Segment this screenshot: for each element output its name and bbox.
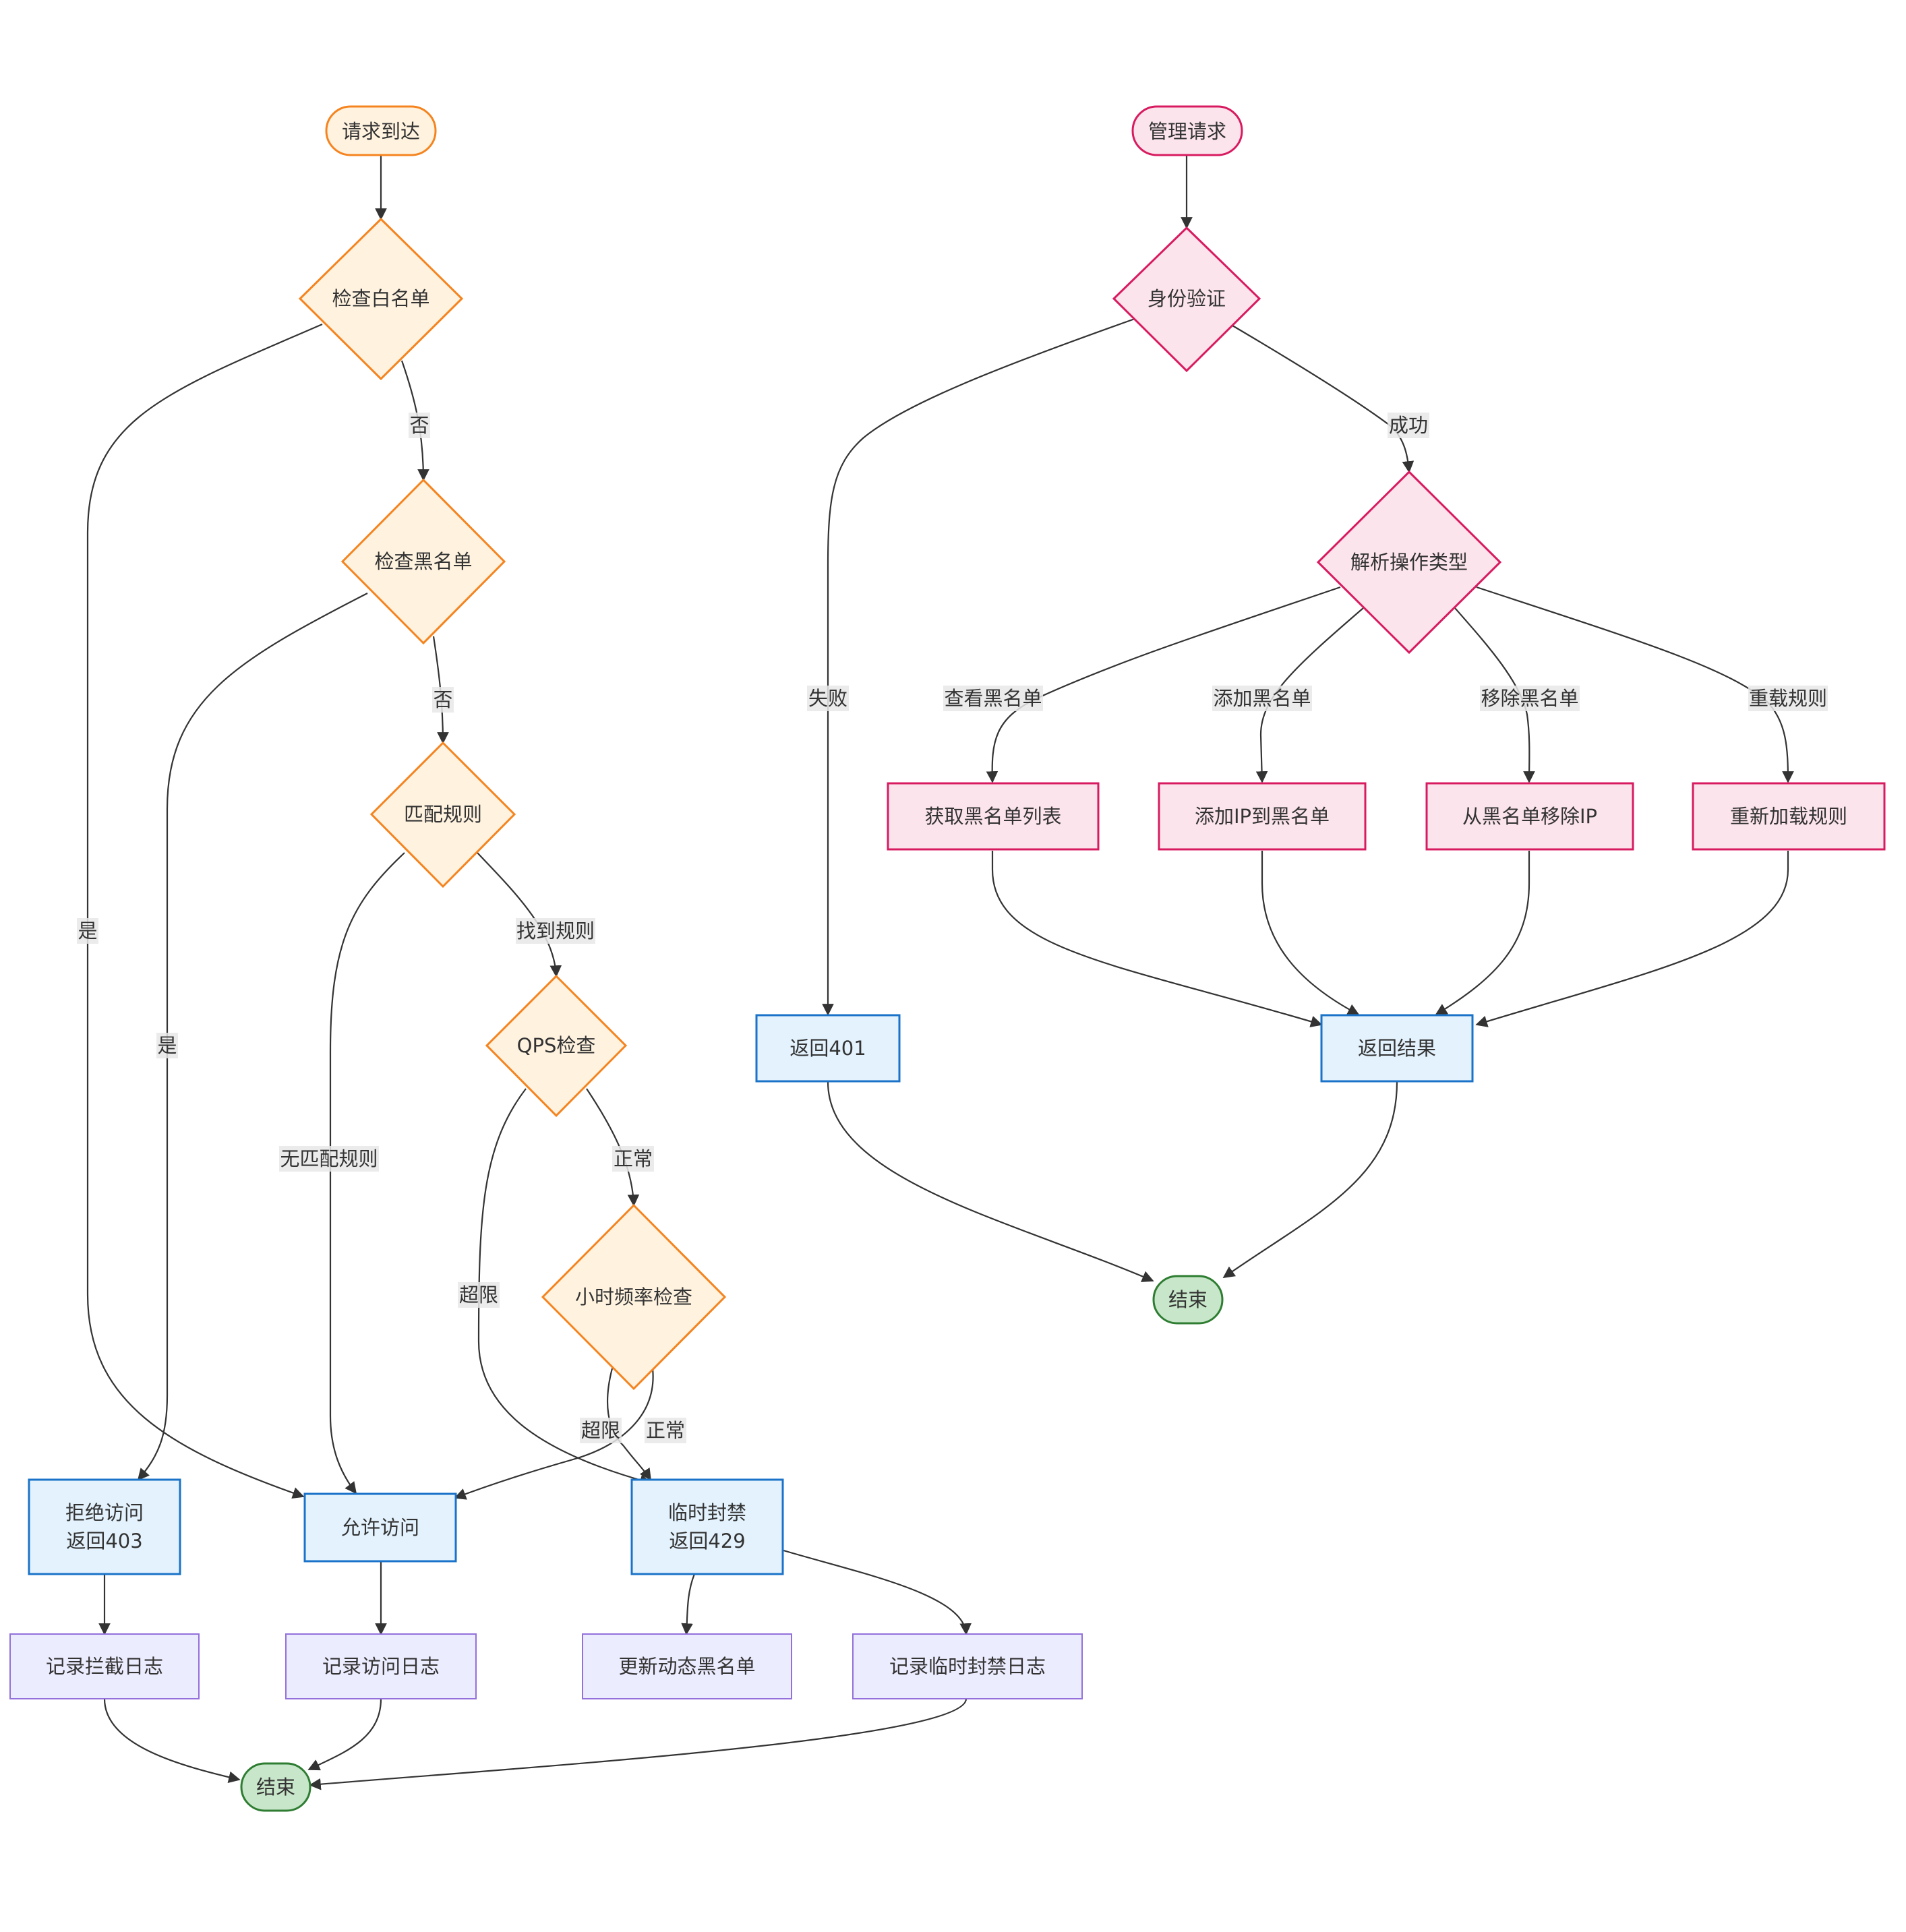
node-auth[interactable] [1112,226,1261,373]
node-match-rule-label: 匹配规则 [404,803,482,826]
edge-rule-qps [477,852,562,977]
label-qps-ok: 正常 [614,1147,653,1170]
node-log-temp-ban[interactable] [852,1633,1083,1699]
node-log-block-label: 记录拦截日志 [46,1655,163,1678]
node-hour-rate-check-label: 小时频率检查 [575,1286,692,1308]
node-request-arrive-label: 请求到达 [342,120,420,143]
edge-logban-end [309,1698,967,1790]
node-return-401-label: 返回401 [790,1037,866,1060]
node-add-ip[interactable] [1158,782,1367,851]
edge-auth-parse [1232,325,1414,473]
edge-reload-result [1475,851,1789,1027]
node-deny-access-line2: 返回403 [66,1530,142,1552]
node-log-access-label: 记录访问日志 [322,1655,440,1678]
node-end-left[interactable] [240,1762,311,1812]
node-check-whitelist-label: 检查白名单 [332,287,429,310]
label-op-view: 查看黑名单 [944,687,1042,710]
node-return-401[interactable] [755,1014,901,1083]
node-update-dynamic-blacklist-label: 更新动态黑名单 [618,1655,755,1678]
label-op-add: 添加黑名单 [1213,687,1311,710]
edge-qps-ban [477,1088,652,1486]
node-return-result-label: 返回结果 [1358,1037,1436,1060]
node-reload-rules-label: 重新加载规则 [1730,805,1847,828]
node-update-dynamic-blacklist[interactable] [582,1633,792,1699]
nodes-left: 请求到达 检查白名单 检查黑名单 匹配规则 QPS检查 小时频率检查 拒绝访问 … [9,105,1083,1812]
edge-parse-add [1255,607,1364,783]
node-check-blacklist[interactable] [340,478,506,645]
node-temp-ban-line1: 临时封禁 [668,1501,746,1524]
label-rule-none: 无匹配规则 [280,1147,378,1170]
label-black-yes: 是 [157,1034,177,1057]
node-qps-check-label: QPS检查 [517,1034,596,1057]
node-end-right[interactable] [1152,1275,1224,1325]
label-hour-over: 超限 [581,1419,620,1442]
edge-black-deny [137,593,368,1481]
node-log-block[interactable] [9,1633,200,1699]
node-deny-access-line1: 拒绝访问 [65,1501,144,1524]
edge-remove-result [1435,851,1530,1015]
label-black-no: 否 [433,688,452,711]
label-rule-found: 找到规则 [516,919,595,942]
node-reload-rules[interactable] [1692,782,1886,851]
node-end-right-label: 结束 [1168,1288,1208,1311]
node-remove-ip[interactable] [1425,782,1634,851]
node-log-temp-ban-label: 记录临时封禁日志 [889,1655,1046,1678]
node-get-blacklist-label: 获取黑名单列表 [924,805,1061,828]
label-qps-over: 超限 [459,1284,498,1306]
node-check-blacklist-label: 检查黑名单 [374,550,472,573]
label-auth-ok: 成功 [1389,414,1428,437]
edge-logblock-end [103,1698,241,1783]
node-management-request-label: 管理请求 [1148,120,1226,143]
node-deny-access[interactable] [28,1478,181,1575]
node-allow-access[interactable] [303,1492,457,1563]
edge-ban-update [681,1573,696,1635]
node-temp-ban-line2: 返回429 [669,1530,745,1552]
node-hour-rate-check[interactable] [541,1203,727,1391]
label-white-yes: 是 [78,919,97,942]
edge-logaccess-end [307,1698,382,1771]
node-allow-access-label: 允许访问 [341,1516,419,1539]
label-hour-ok: 正常 [646,1419,685,1442]
node-auth-label: 身份验证 [1148,287,1226,310]
edge-result-end [1222,1081,1398,1279]
label-white-no: 否 [409,414,429,437]
node-check-whitelist[interactable] [298,217,464,381]
edge-rule-allow [329,852,405,1495]
edge-get-result [991,851,1323,1027]
edge-hour-ban [606,1368,651,1481]
node-qps-check[interactable] [485,974,628,1118]
edge-add-result [1261,851,1360,1015]
edge-ban-logban [783,1549,972,1635]
node-add-ip-label: 添加IP到黑名单 [1195,805,1330,828]
label-op-remove: 移除黑名单 [1481,687,1578,710]
node-end-left-label: 结束 [256,1776,295,1799]
node-return-result[interactable] [1320,1014,1474,1083]
node-management-request[interactable] [1131,105,1243,156]
node-match-rule[interactable] [369,741,516,888]
label-op-reload: 重载规则 [1749,687,1827,710]
node-get-blacklist[interactable] [887,782,1100,851]
label-auth-fail: 失败 [808,687,847,710]
edge-black-rule [432,636,449,744]
node-parse-operation[interactable] [1316,470,1502,655]
edge-labels: 否 是 否 是 找到规则 无匹配规则 正常 超限 超限 正常 失败 成功 查看黑… [77,413,1828,1443]
edges-left [86,155,972,1790]
node-parse-operation-label: 解析操作类型 [1350,551,1468,574]
edge-hour-allow [454,1368,654,1500]
edge-auth-401 [822,318,1135,1016]
edges-right [822,155,1794,1282]
edge-parse-reload [1476,586,1794,783]
nodes-right: 管理请求 身份验证 解析操作类型 获取黑名单列表 添加IP到黑名单 从黑名单移除… [755,105,1886,1325]
node-log-access[interactable] [285,1633,477,1699]
edge-401-end [827,1081,1154,1282]
node-remove-ip-label: 从黑名单移除IP [1462,805,1597,828]
edge-white-allow [86,323,323,1499]
node-temp-ban[interactable] [630,1478,784,1575]
node-request-arrive[interactable] [325,105,437,156]
edge-parse-get [986,586,1341,783]
